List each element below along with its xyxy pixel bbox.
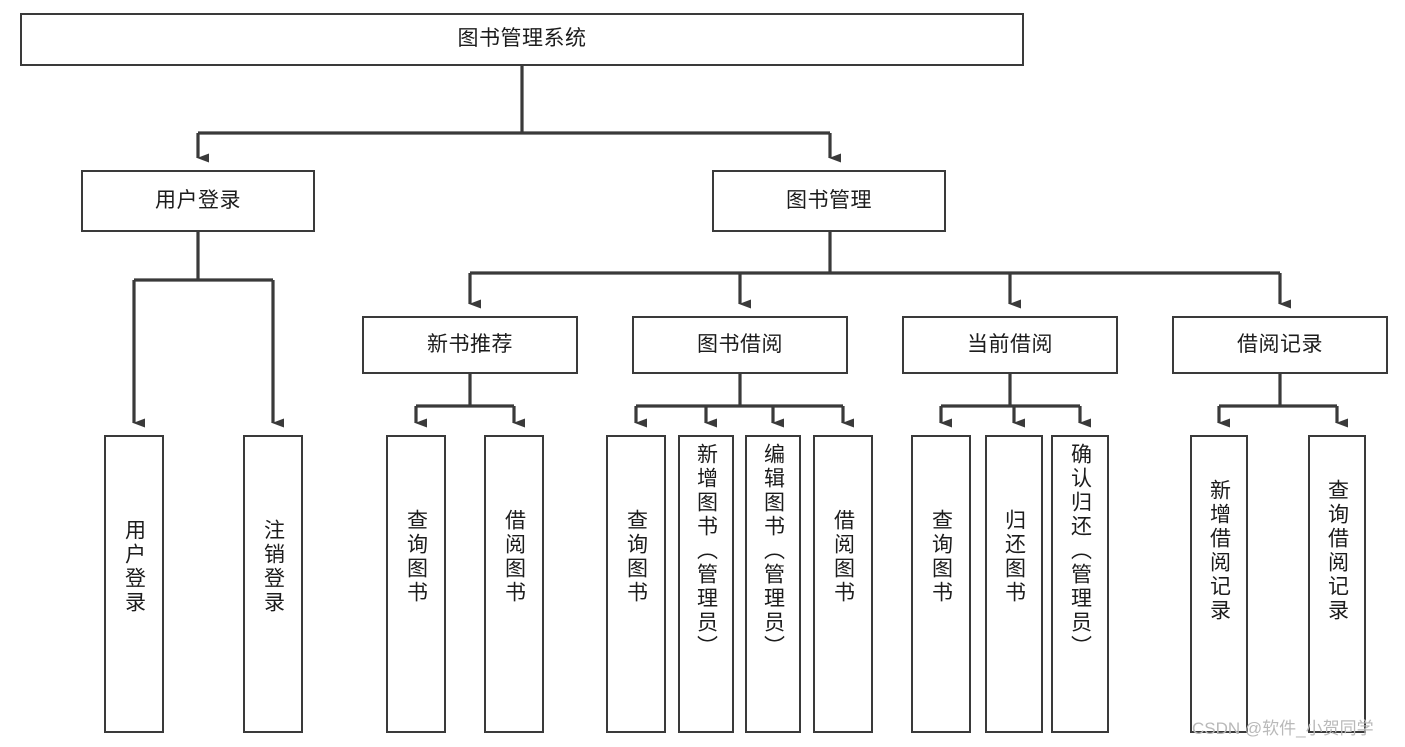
leaf-query-book-borrowing-label: 查询图书 <box>624 509 648 605</box>
leaf-add-book-admin-label: 新增图书（管理员） <box>694 443 718 659</box>
leaf-borrow-book-recommend-label: 借阅图书 <box>502 509 526 605</box>
node-current-borrowing[interactable]: 当前借阅 <box>902 316 1118 374</box>
node-new-book-recommendation[interactable]: 新书推荐 <box>362 316 578 374</box>
node-book-borrowing-label: 图书借阅 <box>697 332 783 356</box>
leaf-borrow-book-label: 借阅图书 <box>831 509 855 605</box>
leaf-edit-book-admin[interactable]: 编辑图书（管理员） <box>745 435 801 733</box>
node-new-book-recommendation-label: 新书推荐 <box>427 332 513 356</box>
leaf-confirm-return-admin[interactable]: 确认归还（管理员） <box>1051 435 1109 733</box>
leaf-edit-book-admin-label: 编辑图书（管理员） <box>761 443 785 659</box>
leaf-add-borrow-record-label: 新增借阅记录 <box>1207 479 1231 623</box>
leaf-query-book-current-label: 查询图书 <box>929 509 953 605</box>
leaf-add-borrow-record[interactable]: 新增借阅记录 <box>1190 435 1248 733</box>
leaf-query-borrow-record[interactable]: 查询借阅记录 <box>1308 435 1366 733</box>
leaf-query-book-recommend[interactable]: 查询图书 <box>386 435 446 733</box>
leaf-query-book-borrowing[interactable]: 查询图书 <box>606 435 666 733</box>
node-user-login-label: 用户登录 <box>155 188 241 212</box>
leaf-logout[interactable]: 注销登录 <box>243 435 303 733</box>
leaf-query-borrow-record-label: 查询借阅记录 <box>1325 479 1349 623</box>
leaf-borrow-book[interactable]: 借阅图书 <box>813 435 873 733</box>
node-user-login[interactable]: 用户登录 <box>81 170 315 232</box>
leaf-user-login[interactable]: 用户登录 <box>104 435 164 733</box>
node-borrow-records-label: 借阅记录 <box>1237 332 1323 356</box>
leaf-query-book-current[interactable]: 查询图书 <box>911 435 971 733</box>
node-book-management-label: 图书管理 <box>786 188 872 212</box>
node-current-borrowing-label: 当前借阅 <box>967 332 1053 356</box>
leaf-borrow-book-recommend[interactable]: 借阅图书 <box>484 435 544 733</box>
leaf-return-book[interactable]: 归还图书 <box>985 435 1043 733</box>
node-root-system-label: 图书管理系统 <box>457 27 587 51</box>
leaf-logout-label: 注销登录 <box>261 519 285 615</box>
node-borrow-records[interactable]: 借阅记录 <box>1172 316 1388 374</box>
leaf-confirm-return-admin-label: 确认归还（管理员） <box>1068 443 1092 659</box>
leaf-return-book-label: 归还图书 <box>1002 509 1026 605</box>
node-book-borrowing[interactable]: 图书借阅 <box>632 316 848 374</box>
csdn-watermark: CSDN @软件_小贺同学 <box>1192 719 1374 738</box>
leaf-user-login-label: 用户登录 <box>122 519 146 615</box>
leaf-query-book-recommend-label: 查询图书 <box>404 509 428 605</box>
node-book-management[interactable]: 图书管理 <box>712 170 946 232</box>
leaf-add-book-admin[interactable]: 新增图书（管理员） <box>678 435 734 733</box>
node-root-system[interactable]: 图书管理系统 <box>20 13 1024 66</box>
